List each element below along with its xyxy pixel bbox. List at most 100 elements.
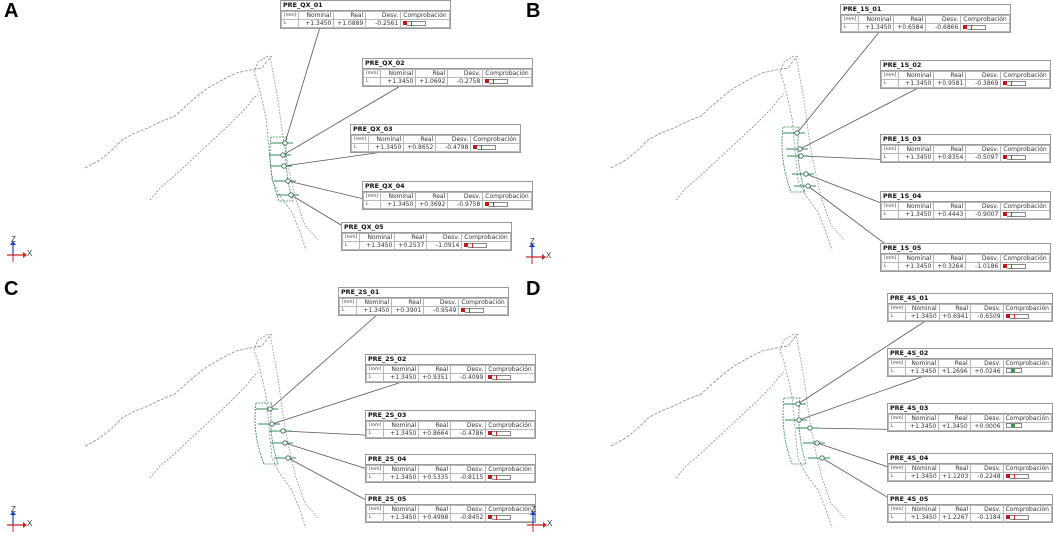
check-indicator [1005, 313, 1029, 319]
row-axis: L [341, 241, 361, 250]
header-real: Real [933, 71, 967, 80]
measurement-title: PRE_2S_01 [339, 288, 508, 298]
measure-point-marker[interactable] [797, 146, 803, 152]
measure-point-marker[interactable] [814, 440, 820, 446]
real-value: +0.4443 [933, 210, 967, 219]
nominal-value: +1.3450 [383, 473, 420, 482]
desv-value: -0.9549 [423, 306, 460, 315]
measure-point-marker[interactable] [805, 183, 811, 189]
desv-value: +0.0246 [969, 367, 1004, 376]
header-nominal: Nominal [356, 298, 393, 307]
measure-point-marker[interactable] [280, 152, 286, 158]
leader-line [284, 26, 321, 144]
header-real: Real [893, 15, 927, 24]
measure-point-marker[interactable] [269, 421, 275, 427]
real-value: +0.8664 [418, 429, 452, 438]
measure-point-marker[interactable] [282, 140, 288, 146]
axis-z-label: Z [11, 505, 16, 514]
desv-value: -1.0914 [426, 241, 463, 250]
header-unit: [mm] [365, 365, 385, 374]
measurement-title: PRE_4S_05 [888, 495, 1052, 505]
measure-point-marker[interactable] [281, 163, 287, 169]
axis-x-label: X [27, 249, 33, 258]
measure-point-marker[interactable] [288, 192, 294, 198]
measure-point-marker[interactable] [803, 171, 809, 177]
header-nominal: Nominal [905, 505, 940, 514]
real-value: +0.8652 [403, 143, 437, 152]
nominal-value: +1.3450 [905, 472, 940, 481]
header-real: Real [418, 465, 452, 474]
header-real: Real [933, 145, 967, 154]
table-row: L+1.3450+0.6941-0.6509 [887, 312, 1053, 321]
header-desv: Desv. [447, 69, 484, 78]
leader-line [283, 150, 391, 167]
desv-value: -0.5097 [965, 153, 1002, 162]
header-real: Real [415, 192, 449, 201]
header-comprobacion: Comprobación [1002, 505, 1053, 514]
check-cell [485, 429, 535, 438]
desv-value: -1.0186 [965, 262, 1002, 271]
measure-point-marker[interactable] [267, 406, 273, 412]
check-indicator [473, 144, 497, 150]
check-cell [458, 306, 508, 315]
real-value: +0.9581 [933, 79, 967, 88]
header-comprobacion: Comprobación [470, 135, 520, 144]
check-indicator [1003, 263, 1027, 269]
check-cell [485, 473, 535, 482]
measure-point-marker[interactable] [280, 428, 286, 434]
desv-value: -0.8452 [450, 513, 487, 522]
contour-line-inner [795, 55, 845, 241]
measure-point-marker[interactable] [819, 455, 825, 461]
header-nominal: Nominal [383, 465, 420, 474]
axis-arrows-icon [7, 241, 27, 262]
check-cell [1002, 312, 1053, 321]
measurement-title: PRE_1S_05 [881, 244, 1050, 254]
header-unit: [mm] [338, 298, 358, 307]
header-desv: Desv. [969, 414, 1004, 423]
measure-point-marker[interactable] [285, 178, 291, 184]
measure-point-marker[interactable] [798, 153, 804, 159]
nominal-value: +1.3450 [380, 200, 417, 209]
row-axis: L [880, 79, 900, 88]
measure-point-marker[interactable] [796, 417, 802, 423]
measure-point-marker[interactable] [285, 455, 291, 461]
row-axis: L [887, 312, 907, 321]
header-unit: [mm] [880, 254, 900, 263]
measurement-title: PRE_1S_03 [881, 135, 1050, 145]
nominal-value: +1.3450 [298, 19, 335, 28]
row-axis: L [840, 23, 860, 32]
measure-point-marker[interactable] [282, 440, 288, 446]
axis-x-label: X [546, 251, 552, 260]
panel-label: D [526, 278, 541, 300]
measure-point-marker[interactable] [794, 130, 800, 136]
check-indicator [1005, 368, 1022, 373]
measurement-title: PRE_1S_04 [881, 192, 1050, 202]
measure-point-marker[interactable] [795, 401, 801, 407]
header-nominal: Nominal [858, 15, 895, 24]
measure-point-marker[interactable] [807, 425, 813, 431]
axis-arrows-icon [526, 243, 546, 264]
